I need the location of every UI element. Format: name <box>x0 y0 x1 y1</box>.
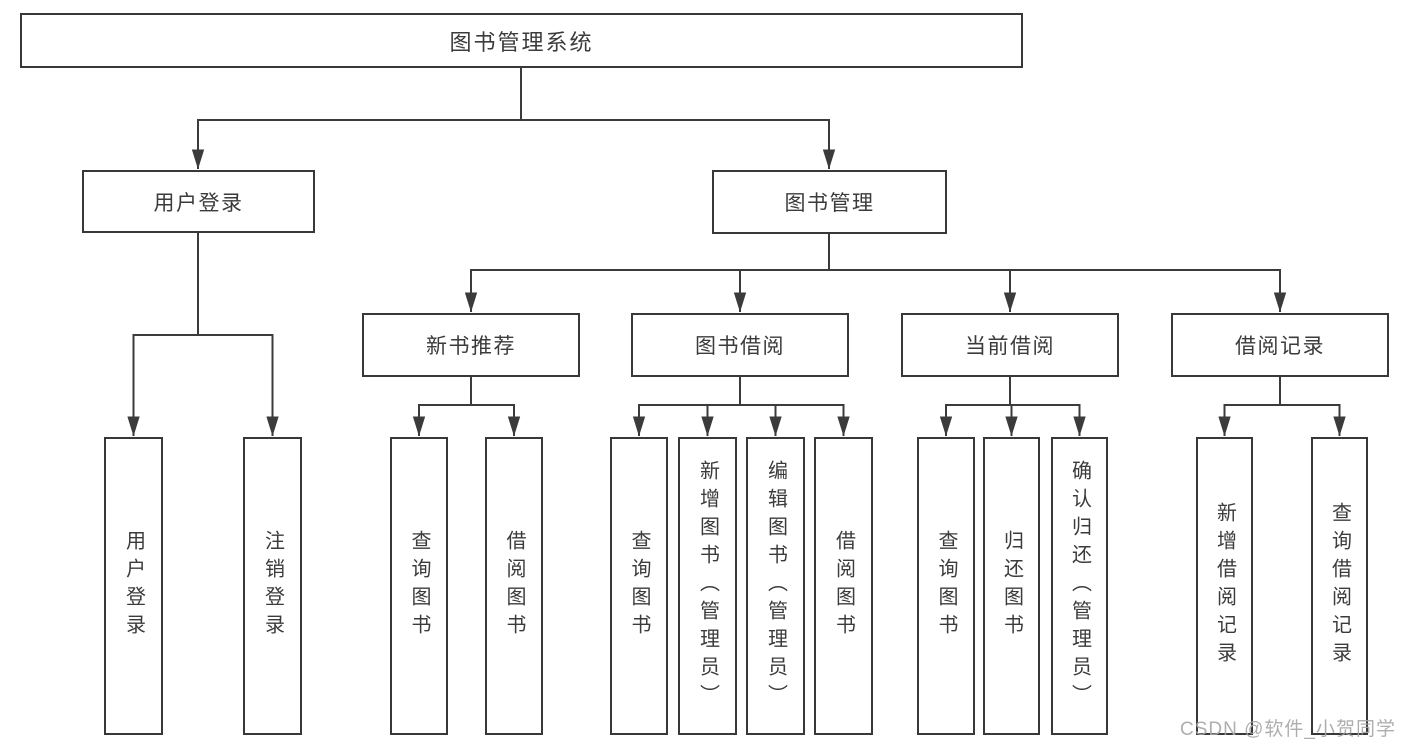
watermark: CSDN @软件_小贺同学 <box>1180 719 1396 740</box>
node-leaf-return-books: 归还图书 <box>983 437 1040 735</box>
node-leaf-edit-book-admin-label: 编辑图书（管理员） <box>764 460 787 712</box>
node-borrowing-records-label: 借阅记录 <box>1235 335 1325 358</box>
node-leaf-query-borrow-record: 查询借阅记录 <box>1311 437 1368 735</box>
node-new-book-recommend-label: 新书推荐 <box>426 335 516 358</box>
node-book-management-label: 图书管理 <box>784 192 875 215</box>
node-leaf-query-borrow-record-label: 查询借阅记录 <box>1328 502 1351 670</box>
node-leaf-user-login-label: 用户登录 <box>122 530 145 642</box>
node-leaf-newbook-query-books: 查询图书 <box>390 437 448 735</box>
node-leaf-logout: 注销登录 <box>243 437 302 735</box>
node-current-borrowing-label: 当前借阅 <box>965 335 1055 358</box>
node-user-login-branch: 用户登录 <box>82 170 315 233</box>
node-library-system-label: 图书管理系统 <box>449 29 594 55</box>
node-leaf-newbook-borrow-books: 借阅图书 <box>485 437 543 735</box>
node-leaf-newbook-query-books-label: 查询图书 <box>408 530 430 642</box>
node-leaf-user-login: 用户登录 <box>104 437 163 735</box>
node-borrowing-records: 借阅记录 <box>1171 313 1389 377</box>
node-book-management: 图书管理 <box>712 170 947 234</box>
node-user-login-branch-label: 用户登录 <box>153 191 244 215</box>
node-leaf-current-query-books: 查询图书 <box>917 437 975 735</box>
node-current-borrowing: 当前借阅 <box>901 313 1119 377</box>
node-leaf-newbook-borrow-books-label: 借阅图书 <box>503 530 525 642</box>
node-leaf-current-query-books-label: 查询图书 <box>935 530 957 642</box>
node-leaf-confirm-return-admin-label: 确认归还（管理员） <box>1068 460 1091 712</box>
node-leaf-logout-label: 注销登录 <box>261 530 284 642</box>
node-leaf-borrowing-borrow-books-label: 借阅图书 <box>832 530 855 642</box>
node-leaf-return-books-label: 归还图书 <box>1000 530 1023 642</box>
node-leaf-borrowing-query-books: 查询图书 <box>610 437 668 735</box>
node-leaf-add-borrow-record-label: 新增借阅记录 <box>1213 502 1236 670</box>
node-leaf-edit-book-admin: 编辑图书（管理员） <box>746 437 805 735</box>
node-book-borrowing: 图书借阅 <box>631 313 849 377</box>
node-leaf-add-borrow-record: 新增借阅记录 <box>1196 437 1253 735</box>
node-leaf-borrowing-borrow-books: 借阅图书 <box>814 437 873 735</box>
node-leaf-add-book-admin: 新增图书（管理员） <box>678 437 737 735</box>
node-book-borrowing-label: 图书借阅 <box>695 335 785 358</box>
node-leaf-add-book-admin-label: 新增图书（管理员） <box>696 460 719 712</box>
node-library-system: 图书管理系统 <box>20 13 1023 68</box>
node-leaf-borrowing-query-books-label: 查询图书 <box>628 530 650 642</box>
node-leaf-confirm-return-admin: 确认归还（管理员） <box>1051 437 1108 735</box>
node-new-book-recommend: 新书推荐 <box>362 313 580 377</box>
